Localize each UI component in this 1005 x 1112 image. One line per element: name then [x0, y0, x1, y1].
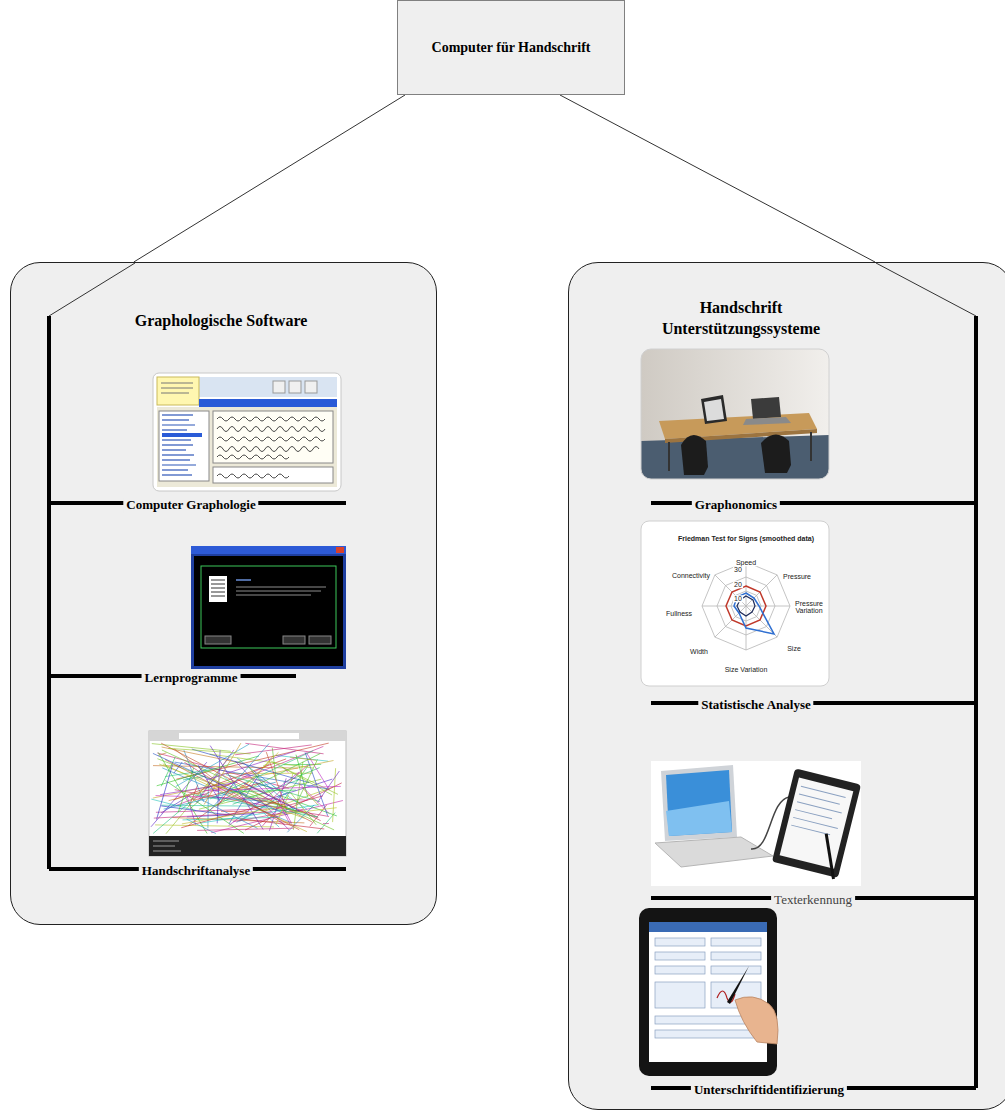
- axis-label: Connectivity: [671, 572, 711, 579]
- axis-label: Fullness: [665, 610, 693, 617]
- item-label: Statistische Analyse: [698, 697, 813, 713]
- tick-number: 20: [733, 581, 743, 588]
- axis-label: Size: [786, 645, 802, 652]
- item-label: Lernprogramme: [142, 670, 241, 686]
- item-label: Graphonomics: [692, 497, 780, 513]
- axis-label: Size Variation: [724, 666, 769, 673]
- analysis-screenshot: [149, 731, 346, 856]
- box-title: Computer für Handschrift: [426, 40, 597, 56]
- panel-title: Graphologische Software: [135, 311, 308, 332]
- item-label: Unterschriftidentifizierung: [691, 1082, 847, 1098]
- root-box: Computer für Handschrift: [397, 0, 625, 95]
- chart-title: Friedman Test for Signs (smoothed data): [677, 535, 815, 542]
- connector-line: [560, 95, 875, 262]
- item-label: Handschriftanalyse: [139, 863, 253, 879]
- signature-tablet-illustration: [639, 908, 778, 1076]
- item-label: Texterkennung: [771, 892, 855, 908]
- radar-chart: [641, 521, 829, 686]
- laptop-tablet-illustration: [651, 761, 861, 886]
- software-screenshot: [153, 373, 341, 491]
- category-panel: Graphologische SoftwareComputer Grapholo…: [10, 262, 437, 925]
- tick-number: 10: [733, 595, 743, 602]
- item-label: Computer Graphologie: [123, 497, 258, 513]
- axis-label: Pressure Variation: [791, 599, 827, 614]
- tick-number: 30: [733, 566, 743, 573]
- learning-program-screenshot: [191, 546, 346, 669]
- panel-title: Handschrift Unterstützungssysteme: [636, 298, 846, 340]
- axis-label: Width: [689, 648, 709, 655]
- axis-label: Pressure: [782, 573, 812, 580]
- panel-illustrations: [11, 263, 438, 926]
- panel-illustrations: [569, 263, 1005, 1111]
- connector-line: [134, 95, 405, 262]
- lab-photo: [641, 349, 829, 479]
- category-panel: Handschrift UnterstützungssystemeGraphon…: [568, 262, 1005, 1110]
